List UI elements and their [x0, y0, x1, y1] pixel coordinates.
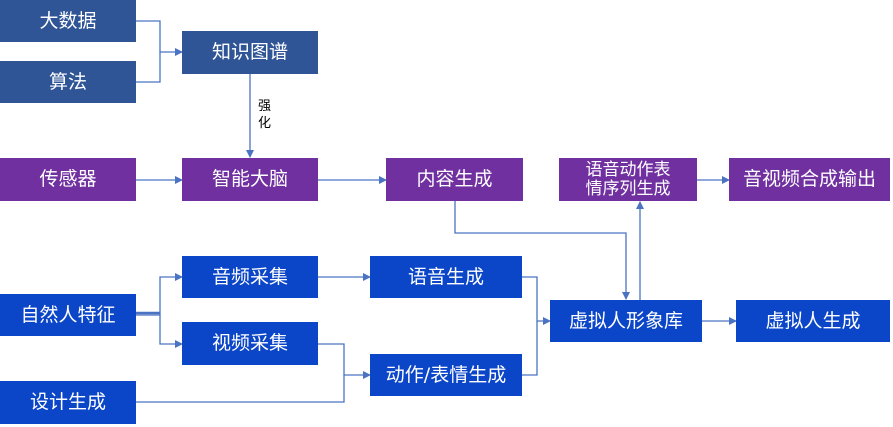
video-capture-node: 视频采集 — [182, 322, 318, 365]
design-gen-node: 设计生成 — [0, 381, 136, 424]
edge-natural-video — [159, 315, 183, 348]
big-data-node: 大数据 — [0, 0, 136, 42]
voice-action-seq-node: 语音动作表 情序列生成 — [559, 158, 697, 201]
sensor-node: 传感器 — [0, 158, 136, 201]
edge-algorithm-kg — [136, 52, 161, 83]
content-gen-node: 内容生成 — [386, 158, 523, 201]
avatar-gen-node: 虚拟人生成 — [736, 300, 890, 342]
edge-natural-audio — [136, 273, 183, 316]
av-synthesis-node: 音视频合成输出 — [729, 158, 890, 201]
smart-brain-node: 智能大脑 — [182, 158, 318, 201]
edge-bigdata-kg — [136, 20, 183, 56]
avatar-lib-node: 虚拟人形象库 — [550, 300, 702, 342]
algorithm-node: 算法 — [0, 61, 136, 103]
knowledge-graph-node: 知识图谱 — [182, 31, 318, 74]
natural-feature-node: 自然人特征 — [0, 294, 136, 336]
action-gen-node: 动作/表情生成 — [370, 354, 522, 396]
strengthen-label: 强 化 — [258, 99, 272, 131]
edge-action-avatarlib — [522, 321, 538, 376]
audio-capture-node: 音频采集 — [182, 256, 318, 298]
voice-gen-node: 语音生成 — [370, 256, 522, 298]
edge-content-avatarlib — [454, 201, 630, 300]
edge-video-action — [318, 343, 371, 379]
edge-design-action — [136, 375, 345, 403]
edge-voice-avatarlib — [522, 276, 551, 325]
